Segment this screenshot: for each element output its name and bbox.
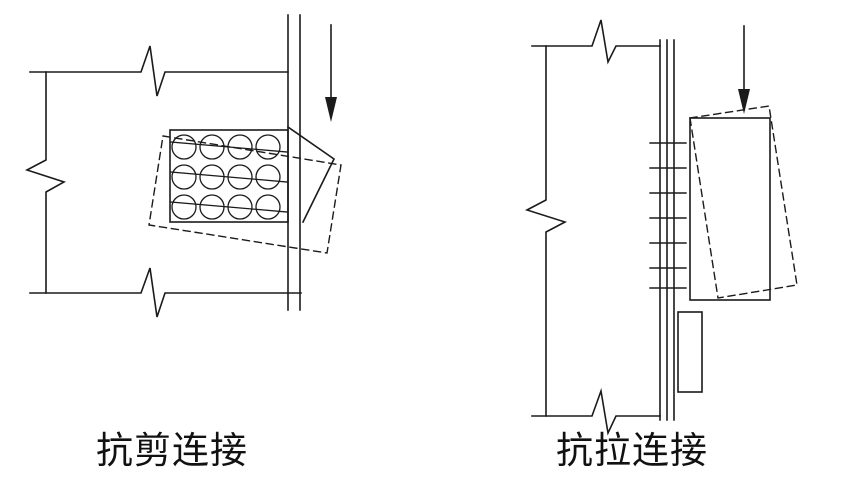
bolt-circle [171,164,197,190]
bolt-circle [199,164,225,190]
column-left-edge-break-line [524,45,568,417]
bolt-circle [199,194,225,220]
slip-line [170,201,288,213]
bolt-circle [255,164,281,190]
shear-connection-figure [24,14,342,318]
stiffener-plate-outline [677,311,703,393]
column-bottom-edge-break-line [29,267,302,318]
tension-connection-figure [524,19,798,436]
column-top-edge-break-line [29,45,289,97]
column-left-edge-break-line [24,71,66,294]
shear-connection-label: 抗剪连接 [96,431,248,472]
bolt-circle [171,194,197,220]
slip-line [170,171,288,183]
bolt-circle [255,194,281,220]
beam-end-outline [286,125,336,224]
load-arrow-head [738,89,750,114]
load-arrow [738,25,750,114]
load-arrow [325,24,337,122]
bolt-circle [255,134,281,160]
column-top-edge-break-line [531,19,661,65]
bolt-circle [171,134,197,160]
deformed-position-dashed-outline [148,135,342,254]
tension-member-outline [689,117,771,301]
load-arrow-head [325,97,337,122]
bolt-tick-group [649,142,687,289]
tension-connection-label: 抗拉连接 [556,431,708,472]
shear-plate-outline [169,129,289,223]
column-bottom-edge-break-line [531,387,661,436]
deformed-position-dashed-outline [689,105,798,299]
bolt-circle [199,134,225,160]
